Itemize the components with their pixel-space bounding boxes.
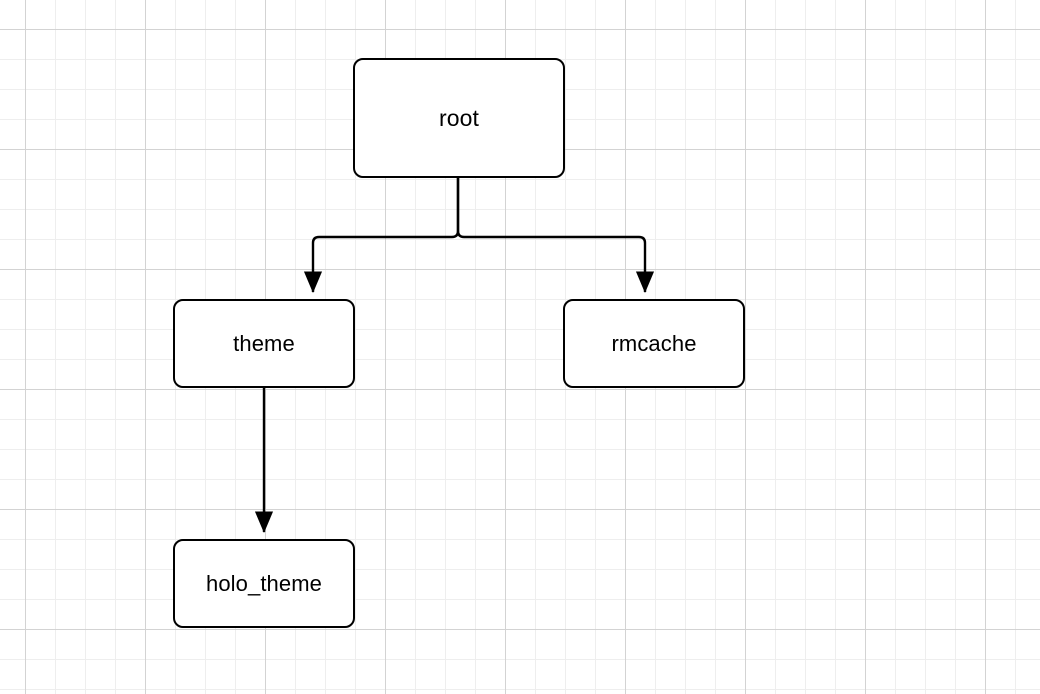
node-root-label: root bbox=[438, 104, 480, 131]
node-root[interactable]: root bbox=[353, 58, 565, 178]
node-theme-label: theme bbox=[233, 330, 295, 356]
edge-root-theme bbox=[303, 178, 460, 293]
edge-root-rmcache bbox=[456, 178, 655, 293]
node-rmcache-label: rmcache bbox=[611, 330, 697, 356]
node-holo-theme[interactable]: holo_theme bbox=[173, 539, 355, 628]
node-rmcache[interactable]: rmcache bbox=[563, 299, 745, 388]
node-holo-theme-label: holo_theme bbox=[206, 570, 322, 596]
node-theme[interactable]: theme bbox=[173, 299, 355, 388]
